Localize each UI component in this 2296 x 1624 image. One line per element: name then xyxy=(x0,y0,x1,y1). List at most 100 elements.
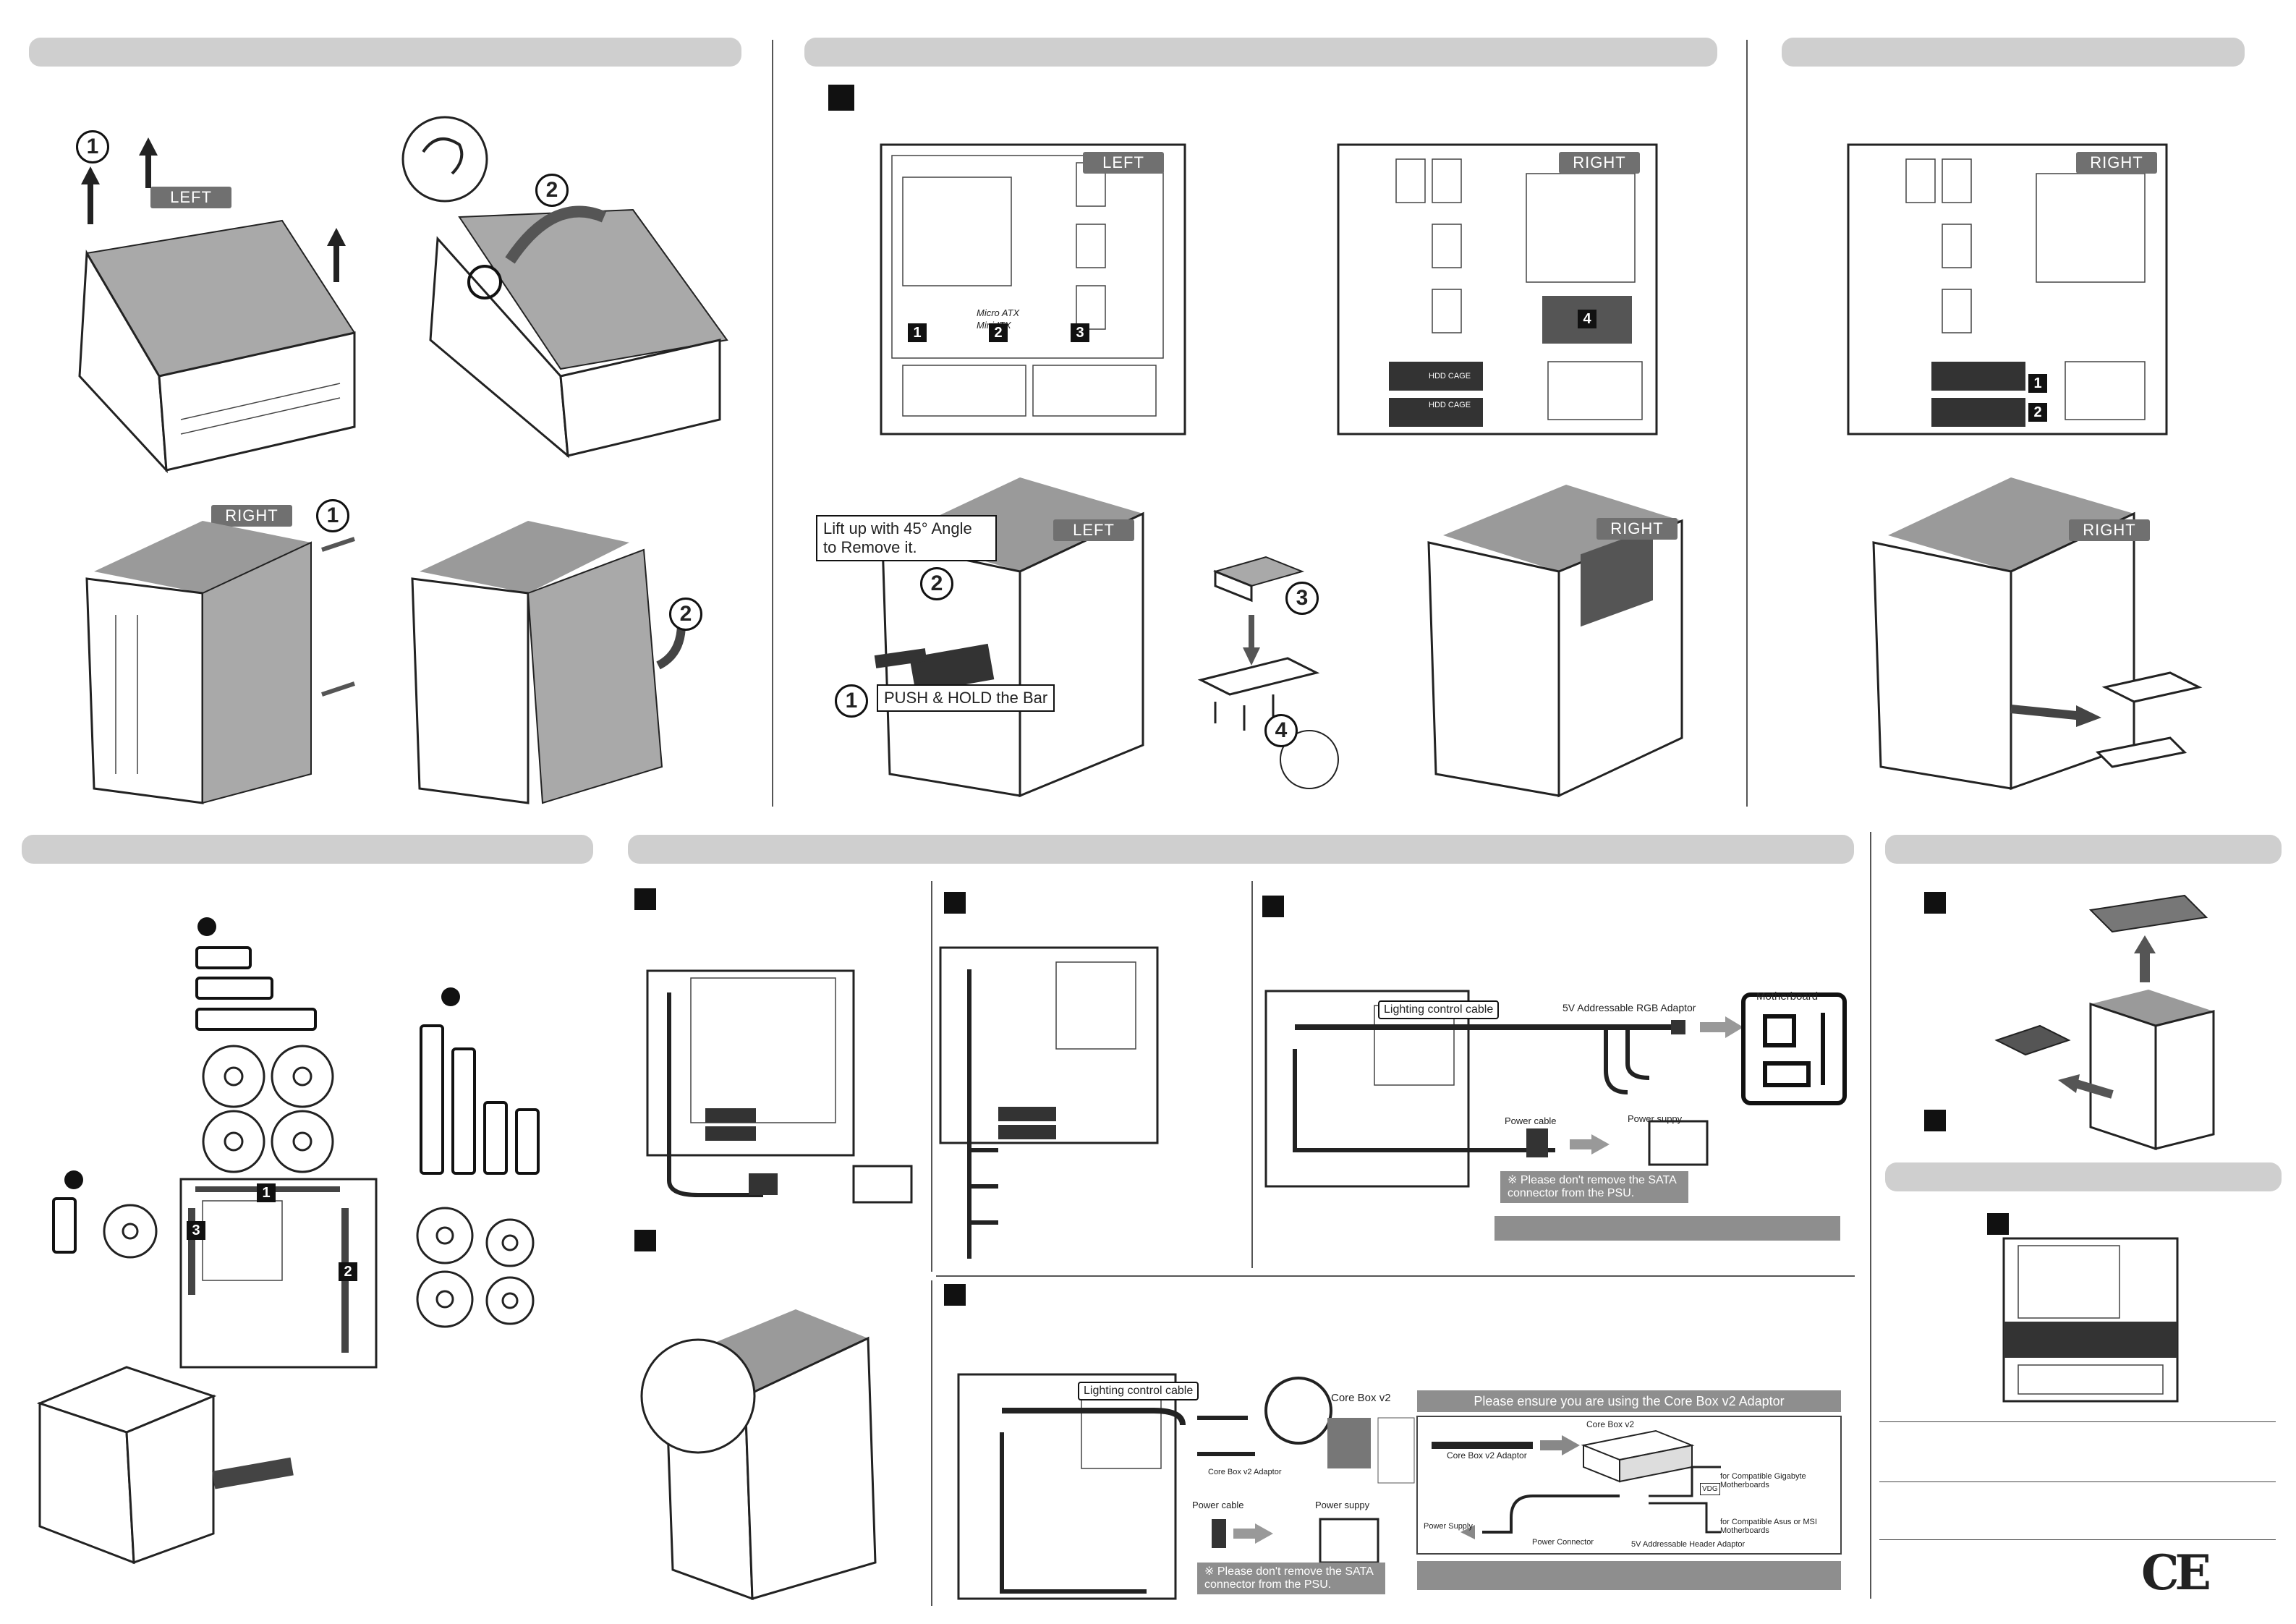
core-box-label: Core Box v2 xyxy=(1586,1419,1635,1429)
right-side-tag: RIGHT xyxy=(2076,152,2157,174)
power-supply-diag-label: Power Supply xyxy=(1424,1522,1473,1531)
case-bracket-illustration xyxy=(36,1366,294,1565)
case-open-right-illustration xyxy=(1427,485,1683,798)
slot-number-1: 1 xyxy=(908,323,927,342)
core-box-adaptor-diagram xyxy=(1416,1416,1842,1555)
divider xyxy=(931,1280,932,1606)
step-marker xyxy=(828,85,854,111)
radiator-option xyxy=(451,1047,476,1175)
section-bar-right-secondary xyxy=(1885,1162,2282,1191)
case-left-view-diagram xyxy=(880,143,1186,435)
divider xyxy=(1879,1481,2276,1482)
case-hdd-removal-illustration xyxy=(1872,477,2203,791)
case-bottom-view-diagram xyxy=(2002,1237,2179,1403)
hdd-cage-label: HDD CAGE xyxy=(1429,372,1471,381)
mount-number-3: 3 xyxy=(187,1221,205,1240)
sata-warning: ※ Please don't remove the SATA connector… xyxy=(1197,1563,1385,1594)
case-rgb-wiring-diagram xyxy=(1264,990,1847,1188)
step-number-4: 4 xyxy=(1264,714,1298,747)
divider xyxy=(936,1275,1855,1277)
power-supply-label: Power suppy xyxy=(1315,1500,1370,1510)
case-top-panel-illustration xyxy=(78,137,356,474)
section-bar-top-middle xyxy=(804,38,1717,67)
left-side-tag: LEFT xyxy=(1053,519,1134,541)
step-number-1: 1 xyxy=(835,684,868,718)
micro-atx-label: Micro ATX xyxy=(977,307,1020,318)
slot-number-2: 2 xyxy=(2028,403,2047,422)
divider xyxy=(772,40,773,807)
left-side-tag: LEFT xyxy=(150,187,231,208)
step-number-3: 3 xyxy=(1285,582,1319,615)
step-marker xyxy=(944,892,966,914)
mount-number-1: 1 xyxy=(257,1183,276,1202)
left-side-tag: LEFT xyxy=(1083,152,1164,174)
ssd-install-illustration xyxy=(1197,556,1339,789)
case-right-panel-illustration xyxy=(85,521,355,804)
fan-icons xyxy=(416,1207,535,1328)
header-adaptor-label: 5V Addressable Header Adaptor xyxy=(1631,1540,1746,1549)
option-marker xyxy=(64,1170,83,1189)
lighting-cable-label: Lighting control cable xyxy=(1078,1382,1199,1400)
section-bar-top-left xyxy=(29,38,741,67)
step-marker xyxy=(944,1284,966,1306)
step-number-1: 1 xyxy=(316,499,349,532)
power-cable-label: Power cable xyxy=(1505,1115,1557,1126)
divider xyxy=(1879,1421,2276,1422)
core-box-adaptor-label: Core Box v2 Adaptor xyxy=(1447,1450,1527,1461)
asus-msi-label: for Compatible Asus or MSI Motherboards xyxy=(1720,1518,1817,1535)
core-box-adaptor-label: Core Box v2 Adaptor xyxy=(1208,1468,1282,1476)
core-box-label: Core Box v2 xyxy=(1331,1392,1391,1404)
case-splitter-diagram xyxy=(939,946,1159,1259)
divider xyxy=(1870,832,1871,1599)
note-bar xyxy=(1494,1216,1840,1241)
case-open-left-illustration xyxy=(874,477,1144,798)
right-side-tag: RIGHT xyxy=(1559,152,1640,174)
step-marker xyxy=(1924,1110,1946,1131)
fan-icon xyxy=(103,1204,158,1259)
case-dust-filter-illustration xyxy=(1994,894,2215,1151)
hdd-cage-label: HDD CAGE xyxy=(1429,401,1471,409)
radiator-option xyxy=(195,1008,317,1031)
step-marker xyxy=(1924,892,1946,914)
option-marker xyxy=(441,987,460,1006)
fan-icons xyxy=(202,1045,334,1173)
core-box-notice: Please ensure you are using the Core Box… xyxy=(1417,1390,1841,1412)
radiator-option xyxy=(483,1101,508,1175)
step-number-2: 2 xyxy=(920,567,953,600)
slot-number-4: 4 xyxy=(1578,310,1596,328)
step-number-1: 1 xyxy=(76,130,109,163)
radiator-option xyxy=(195,946,252,969)
right-side-tag: RIGHT xyxy=(211,505,292,527)
case-top-cable-illustration xyxy=(640,1309,877,1601)
step-marker xyxy=(1262,896,1284,917)
sata-warning: ※ Please don't remove the SATA connector… xyxy=(1500,1171,1688,1203)
zoom-detail-illustration xyxy=(401,116,728,459)
section-bar-bottom-middle xyxy=(628,835,1854,864)
radiator-option xyxy=(52,1197,77,1254)
lighting-cable-label: Lighting control cable xyxy=(1378,1000,1500,1019)
right-side-tag: RIGHT xyxy=(2069,519,2150,541)
right-side-tag: RIGHT xyxy=(1596,518,1678,540)
push-hold-callout: PUSH & HOLD the Bar xyxy=(877,684,1055,712)
radiator-option xyxy=(515,1108,540,1175)
step-marker xyxy=(634,888,656,910)
power-connector-label: Power Connector xyxy=(1532,1538,1594,1547)
lift-up-callout: Lift up with 45° Angle to Remove it. xyxy=(816,515,997,561)
motherboard-label: Motherboard xyxy=(1756,990,1819,1003)
radiator-option xyxy=(420,1024,444,1175)
vdg-label: VDG xyxy=(1700,1483,1720,1495)
divider xyxy=(1879,1539,2276,1540)
case-right-view-hdd-diagram xyxy=(1847,143,2168,435)
divider xyxy=(931,881,932,1272)
power-cable-label: Power cable xyxy=(1192,1500,1244,1510)
step-number-2: 2 xyxy=(535,174,569,207)
slot-number-3: 3 xyxy=(1071,323,1089,342)
case-psu-cable-diagram xyxy=(646,969,913,1204)
case-right-view-diagram xyxy=(1337,143,1658,435)
case-panel-open-illustration xyxy=(411,521,686,804)
slot-number-1: 1 xyxy=(2028,374,2047,393)
section-bar-bottom-right xyxy=(1885,835,2282,864)
step-marker xyxy=(634,1230,656,1251)
slot-number-2: 2 xyxy=(989,323,1008,342)
section-bar-bottom-left xyxy=(22,835,593,864)
